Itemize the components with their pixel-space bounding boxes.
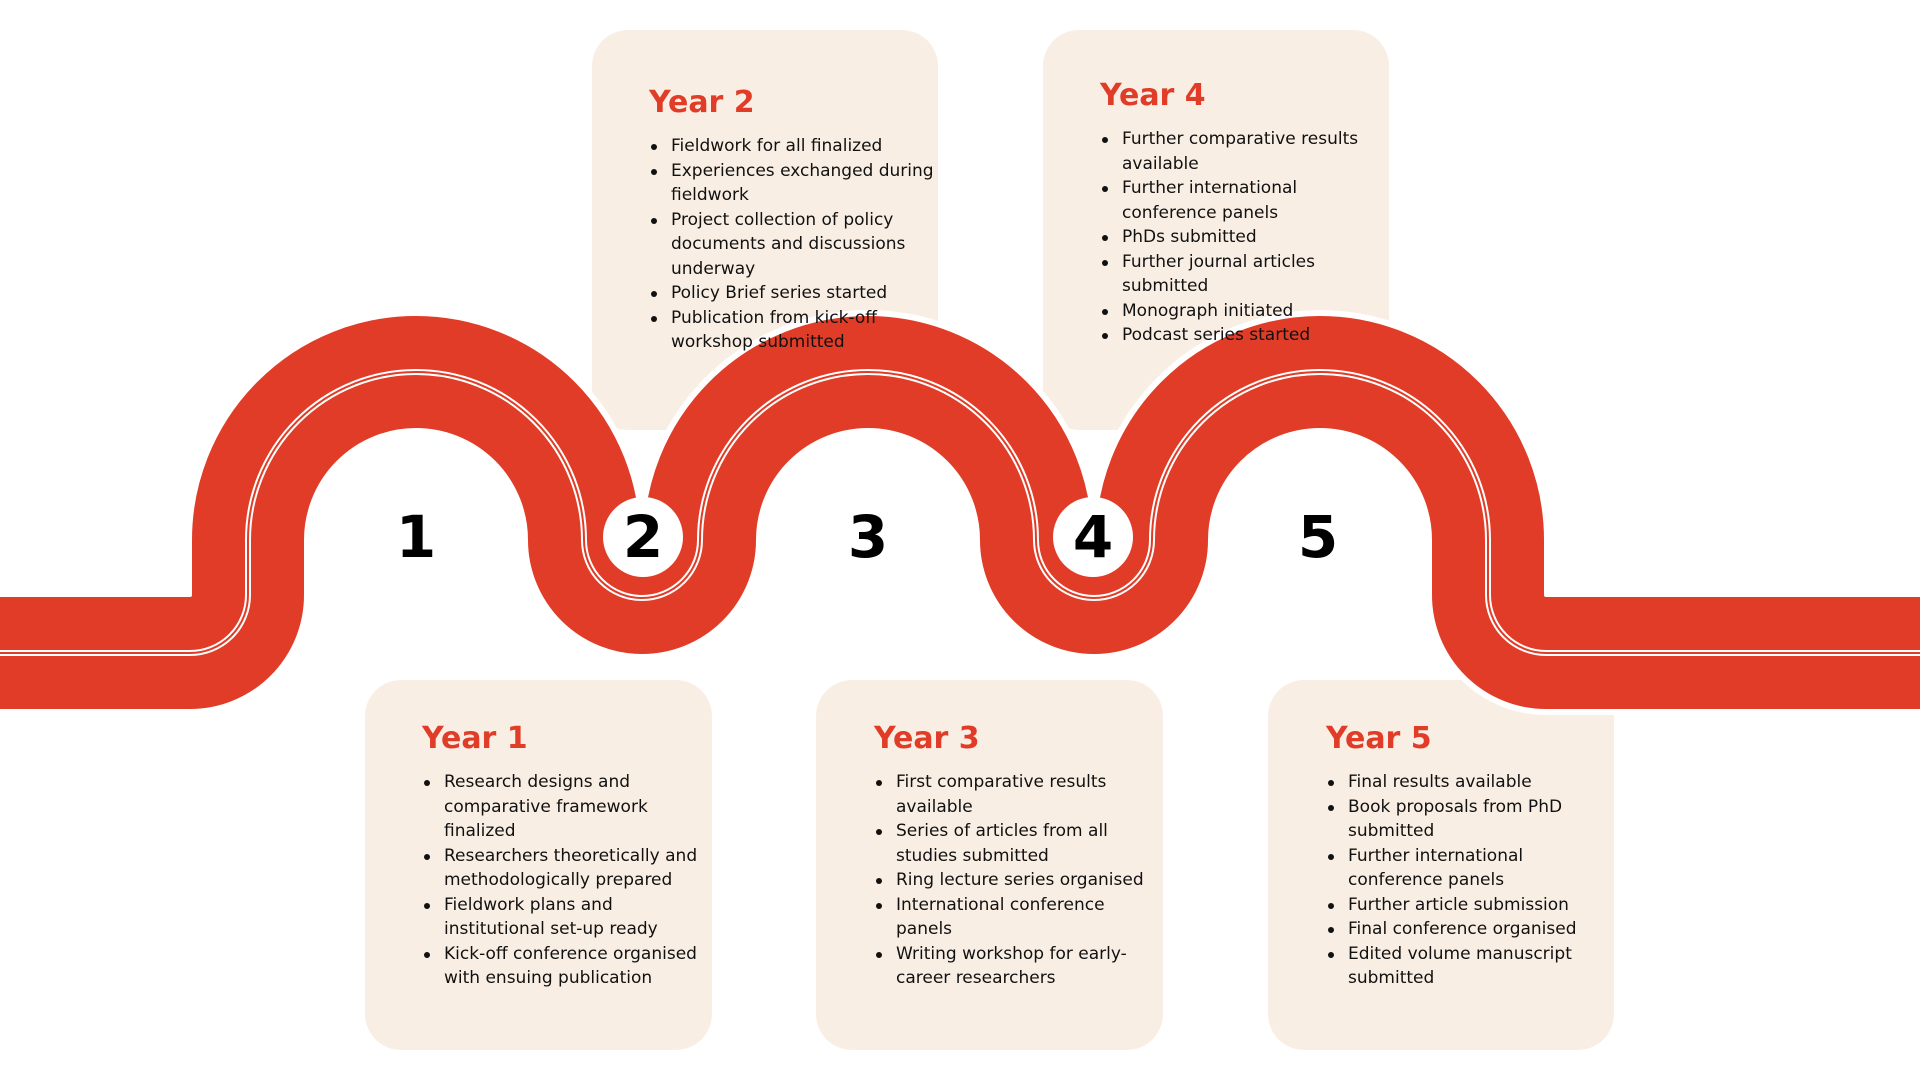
list-item: Monograph initiated: [1100, 299, 1390, 324]
list-item: Fieldwork plans and institutional set-up…: [422, 893, 712, 942]
year-3-list: First comparative results available Seri…: [874, 770, 1164, 991]
list-item: Book proposals from PhD submitted: [1326, 795, 1616, 844]
list-item: Final results available: [1326, 770, 1616, 795]
list-item: Series of articles from all studies subm…: [874, 819, 1164, 868]
list-item: International conference panels: [874, 893, 1164, 942]
list-item: Further international conference panels: [1100, 176, 1390, 225]
list-item: Project collection of policy documents a…: [649, 208, 939, 282]
milestone-number: 2: [622, 503, 664, 571]
year-3-card: [816, 680, 1163, 1050]
list-item: Fieldwork for all finalized: [649, 134, 939, 159]
milestone-5-badge: 5: [1278, 497, 1358, 577]
year-2-content: Year 2 Fieldwork for all finalized Exper…: [649, 84, 939, 355]
year-5-content: Year 5 Final results available Book prop…: [1326, 720, 1616, 991]
milestone-2-badge: 2: [603, 497, 683, 577]
list-item: Experiences exchanged during fieldwork: [649, 159, 939, 208]
list-item: Further article submission: [1326, 893, 1616, 918]
list-item: Researchers theoretically and methodolog…: [422, 844, 712, 893]
year-1-card: [365, 680, 712, 1050]
year-3-content: Year 3 First comparative results availab…: [874, 720, 1164, 991]
list-item: Edited volume manuscript submitted: [1326, 942, 1616, 991]
list-item: Policy Brief series started: [649, 281, 939, 306]
list-item: Final conference organised: [1326, 917, 1616, 942]
milestone-number: 4: [1072, 503, 1114, 571]
year-1-content: Year 1 Research designs and comparative …: [422, 720, 712, 991]
list-item: Kick-off conference organised with ensui…: [422, 942, 712, 991]
milestone-4-badge: 4: [1053, 497, 1133, 577]
list-item: Ring lecture series organised: [874, 868, 1164, 893]
list-item: Publication from kick-off workshop submi…: [649, 306, 939, 355]
milestone-3-badge: 3: [828, 497, 908, 577]
list-item: First comparative results available: [874, 770, 1164, 819]
year-5-card: [1268, 680, 1614, 1050]
list-item: PhDs submitted: [1100, 225, 1390, 250]
list-item: Further comparative results available: [1100, 127, 1390, 176]
year-4-list: Further comparative results available Fu…: [1100, 127, 1390, 348]
milestone-1-badge: 1: [376, 497, 456, 577]
year-title: Year 4: [1100, 78, 1206, 113]
milestone-number: 3: [847, 503, 889, 571]
year-title: Year 3: [874, 721, 980, 756]
year-4-content: Year 4 Further comparative results avail…: [1100, 77, 1390, 348]
year-title: Year 2: [649, 85, 755, 120]
list-item: Further international conference panels: [1326, 844, 1616, 893]
milestone-number: 5: [1297, 503, 1339, 571]
milestone-number: 1: [395, 503, 437, 571]
year-2-list: Fieldwork for all finalized Experiences …: [649, 134, 939, 355]
year-title: Year 5: [1326, 721, 1432, 756]
list-item: Writing workshop for early-career resear…: [874, 942, 1164, 991]
year-1-list: Research designs and comparative framewo…: [422, 770, 712, 991]
year-title: Year 1: [422, 721, 528, 756]
list-item: Podcast series started: [1100, 323, 1390, 348]
year-5-list: Final results available Book proposals f…: [1326, 770, 1616, 991]
list-item: Further journal articles submitted: [1100, 250, 1390, 299]
list-item: Research designs and comparative framewo…: [422, 770, 712, 844]
